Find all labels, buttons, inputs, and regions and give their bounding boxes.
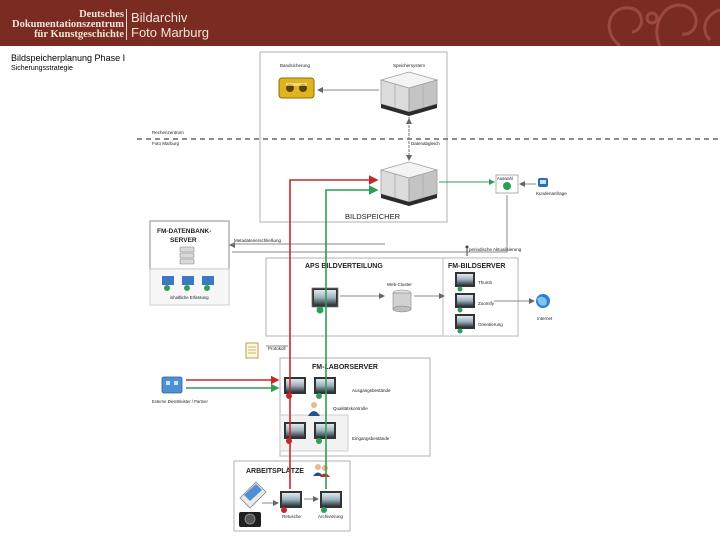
label-thumb: Thumb — [478, 280, 493, 285]
ornament-graphic — [607, 3, 720, 46]
label-inhaltliche: inhaltliche Erfassung — [170, 295, 209, 300]
scanner-icon — [239, 481, 267, 509]
green-flow-line-main — [325, 185, 379, 489]
label-aps: APS BILDVERTEILUNG — [305, 263, 383, 270]
label-internet: Internet — [537, 316, 553, 321]
customer-icon — [538, 178, 548, 187]
label-periodische: periodische Aktualisierung — [469, 247, 522, 252]
protocol-document-icon — [245, 342, 259, 359]
label-externe: Externe Dienstleister / Partner — [152, 399, 208, 404]
label-qualitaetskontrolle: Qualitätskontrolle — [333, 406, 368, 411]
label-foto-marburg: Foto Marburg — [152, 141, 180, 146]
label-archivierung: Archivierung — [318, 514, 344, 519]
ausgang-monitor-2 — [314, 377, 336, 399]
fm-laborserver-frame — [279, 357, 431, 457]
label-kundenanfrage: Kundenanfrage — [536, 191, 567, 196]
line-auswahl-to-db — [232, 195, 508, 253]
label-retusche: Retusche — [282, 514, 302, 519]
brand-line-2: Foto Marburg — [131, 25, 210, 40]
archivierung-monitor-icon — [320, 491, 342, 513]
tape-backup-icon — [278, 77, 315, 99]
label-metadaten: Metadatenerschließung — [234, 238, 282, 243]
label-ausgangsbestaende: Ausgangsbestände — [352, 388, 391, 393]
slide-subtitle: Sicherungsstrategie — [11, 65, 73, 72]
label-datenabgleich: Datenabgleich — [411, 141, 440, 146]
bildspeicher-storage-icon — [379, 161, 439, 206]
label-zoomify: Zoomify — [478, 301, 495, 306]
external-partner-icon — [161, 376, 183, 394]
db-workstation-icons — [162, 276, 214, 291]
auswahl-icon — [503, 182, 511, 190]
label-eingangsbestaende: Eingangsbestände — [352, 436, 390, 441]
label-fm-laborserver: FM-LABORSERVER — [312, 364, 378, 371]
logo-line-1: Deutsches — [79, 9, 124, 20]
retusche-monitor-icon — [280, 491, 302, 513]
database-server-icon — [179, 246, 195, 265]
camera-icon — [239, 512, 261, 527]
eingang-monitor-2 — [314, 422, 336, 444]
aps-monitor-icon — [311, 287, 339, 314]
label-orientierung: Orientierung — [478, 322, 503, 327]
brand-line-1: Bildarchiv — [131, 10, 188, 25]
quality-control-user-icon — [308, 402, 320, 416]
label-protokoll: Protokoll — [268, 346, 286, 351]
label-fm-bildserver: FM-BILDSERVER — [448, 263, 505, 270]
header-banner: Deutsches Dokumentationszentrum für Kuns… — [0, 0, 720, 46]
internet-globe-icon — [536, 294, 550, 308]
label-rechenzentrum: Rechenzentrum — [152, 130, 184, 135]
webcluster-icon — [392, 289, 412, 313]
label-auswahl: Auswahl — [497, 176, 513, 181]
zoomify-monitor-icon — [455, 293, 475, 313]
logo-line-3: für Kunstgeschichte — [34, 29, 124, 40]
thumb-monitor-icon — [455, 272, 475, 292]
label-fm-datenbank-1: FM-DATENBANK- — [157, 228, 211, 235]
label-bildspeicher: BILDSPEICHER — [345, 212, 401, 221]
logo-line-2: Dokumentationszentrum — [12, 19, 124, 30]
label-speichersystem: Speichersystem — [393, 63, 425, 68]
brand-name: Bildarchiv Foto Marburg — [131, 10, 209, 40]
orientierung-monitor-icon — [455, 314, 475, 334]
logo-divider — [126, 9, 127, 40]
periodic-update-dot — [465, 245, 469, 249]
label-arbeitsplaetze: ARBEITSPLÄTZE — [246, 467, 304, 475]
label-fm-datenbank-2: SERVER — [170, 237, 197, 244]
label-bandsicherung: Bandsicherung — [280, 63, 311, 68]
storage-system-icon — [379, 71, 439, 116]
slide-title: Bildspeicherplanung Phase I — [11, 53, 126, 63]
label-webcluster: Web-Cluster — [387, 282, 412, 287]
red-flow-line-main — [289, 175, 379, 489]
institute-logo: Deutsches Dokumentationszentrum für Kuns… — [8, 9, 124, 40]
